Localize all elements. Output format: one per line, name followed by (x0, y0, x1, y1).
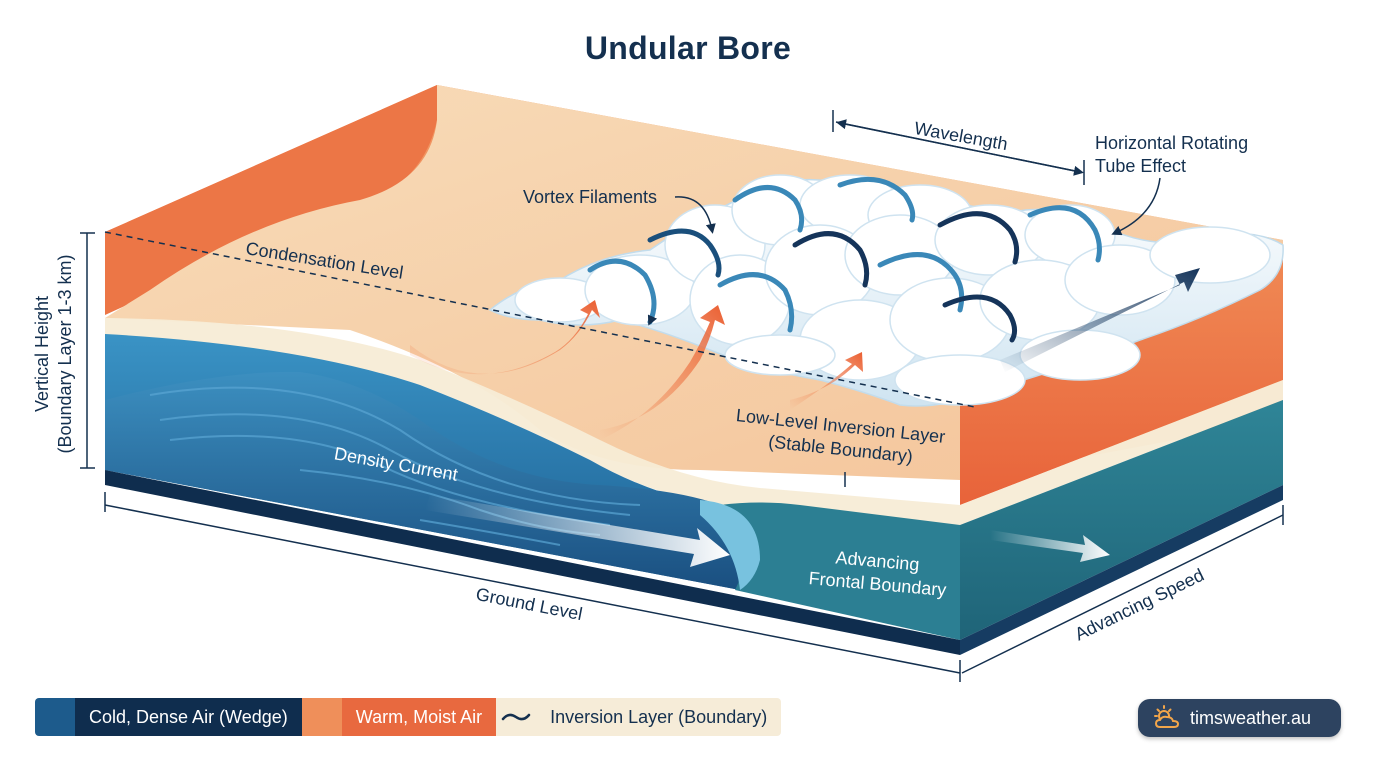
site-badge-text: timsweather.au (1190, 707, 1312, 728)
legend-inversion-label: Inversion Layer (Boundary) (536, 698, 782, 736)
legend-inversion: Inversion Layer (Boundary) (496, 698, 782, 736)
frontal-boundary-head (720, 502, 960, 640)
ground-level-dimension (104, 492, 961, 682)
vortex-rotation-arrows (587, 176, 1102, 343)
propagation-arrow (1000, 268, 1200, 372)
rotating-tube-label-1: Horizontal Rotating (1095, 133, 1248, 153)
vertical-height-dimension (80, 232, 95, 469)
legend: Cold, Dense Air (Wedge) Warm, Moist Air … (35, 698, 782, 736)
legend-cold-label: Cold, Dense Air (Wedge) (75, 698, 302, 736)
sun-cloud-icon (1154, 705, 1180, 728)
bore-clouds (488, 174, 1284, 407)
vertical-height-label-2: (Boundary Layer 1-3 km) (55, 254, 75, 453)
warm-air-swatch (301, 698, 342, 736)
advancing-speed-dimension (961, 505, 1284, 674)
legend-warm-label: Warm, Moist Air (341, 698, 497, 736)
density-current-arrow (425, 495, 730, 567)
inversion-band (105, 318, 1283, 525)
rotating-tube-label-2: Tube Effect (1095, 156, 1186, 176)
ground-base-right (960, 485, 1283, 655)
page-title: Undular Bore (584, 30, 792, 66)
updraft-arrows (410, 300, 863, 440)
frontal-wave (700, 500, 760, 590)
legend-warm-air: Warm, Moist Air (301, 698, 497, 736)
advancing-speed-arrow (990, 530, 1110, 562)
condensation-level-line (104, 231, 976, 408)
cold-air-right-face (960, 400, 1283, 640)
vertical-height-label-1: Vertical Height (32, 296, 52, 412)
ground-base-front (105, 470, 960, 655)
wavelength-dimension (832, 110, 1085, 185)
vortex-filaments-label: Vortex Filaments (523, 187, 657, 207)
legend-cold-air: Cold, Dense Air (Wedge) (35, 698, 302, 736)
site-badge[interactable]: timsweather.au (1138, 699, 1341, 737)
cold-air-swatch (35, 698, 75, 736)
callout-lines (674, 177, 1161, 487)
wavelength-label: Wavelength (913, 118, 1009, 154)
warm-air-surface (105, 85, 437, 315)
ground-level-label: Ground Level (474, 584, 584, 624)
wave-icon (496, 698, 537, 736)
